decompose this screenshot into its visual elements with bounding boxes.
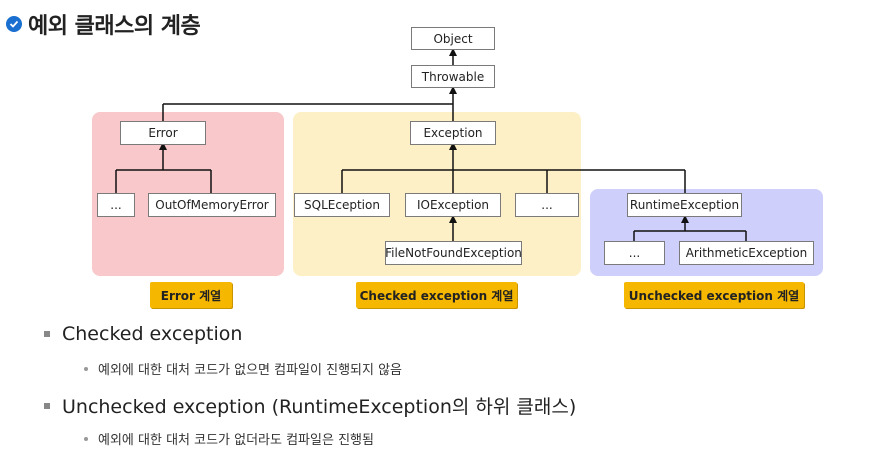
sub-bullet-unchecked: 예외에 대한 대처 코드가 없더라도 컴파일은 진행됨 <box>84 429 374 448</box>
runtime-exception-node: RuntimeException <box>627 193 742 217</box>
square-bullet-icon <box>44 331 50 337</box>
bullet-checked-text: Checked exception <box>62 323 243 345</box>
unchecked-family-tag: Unchecked exception 계열 <box>624 282 804 308</box>
out-of-memory-error-node: OutOfMemoryError <box>148 193 276 217</box>
slide-title: 예외 클래스의 계층 <box>6 8 201 40</box>
sql-exception-node: SQLEception <box>294 193 390 217</box>
dot-bullet-icon <box>84 436 88 441</box>
unchecked-etc-node: ... <box>604 241 665 265</box>
bullet-unchecked: Unchecked exception (RuntimeException의 하… <box>44 392 576 419</box>
sub-bullet-checked-text: 예외에 대한 대처 코드가 없으면 컴파일이 진행되지 않음 <box>98 363 403 378</box>
error-family-tag: Error 계열 <box>150 282 232 308</box>
page-title: 예외 클래스의 계층 <box>28 14 201 39</box>
check-circle-icon <box>6 16 22 32</box>
checked-etc-node: ... <box>515 193 579 217</box>
square-bullet-icon <box>44 402 50 409</box>
dot-bullet-icon <box>84 366 88 371</box>
arithmetic-exception-node: ArithmeticException <box>679 241 814 265</box>
error-node: Error <box>120 121 206 145</box>
sub-bullet-unchecked-text: 예외에 대한 대처 코드가 없더라도 컴파일은 진행됨 <box>98 433 374 448</box>
checked-family-tag: Checked exception 계열 <box>356 282 517 308</box>
bullet-checked: Checked exception <box>44 323 242 345</box>
file-not-found-exception-node: FileNotFoundException <box>385 241 522 265</box>
error-etc-node: ... <box>97 193 135 217</box>
bullet-unchecked-text: Unchecked exception (RuntimeException의 하… <box>62 396 577 418</box>
io-exception-node: IOException <box>405 193 501 217</box>
exception-node: Exception <box>410 121 496 145</box>
sub-bullet-checked: 예외에 대한 대처 코드가 없으면 컴파일이 진행되지 않음 <box>84 359 402 378</box>
object-node: Object <box>411 27 495 50</box>
throwable-node: Throwable <box>411 65 495 88</box>
